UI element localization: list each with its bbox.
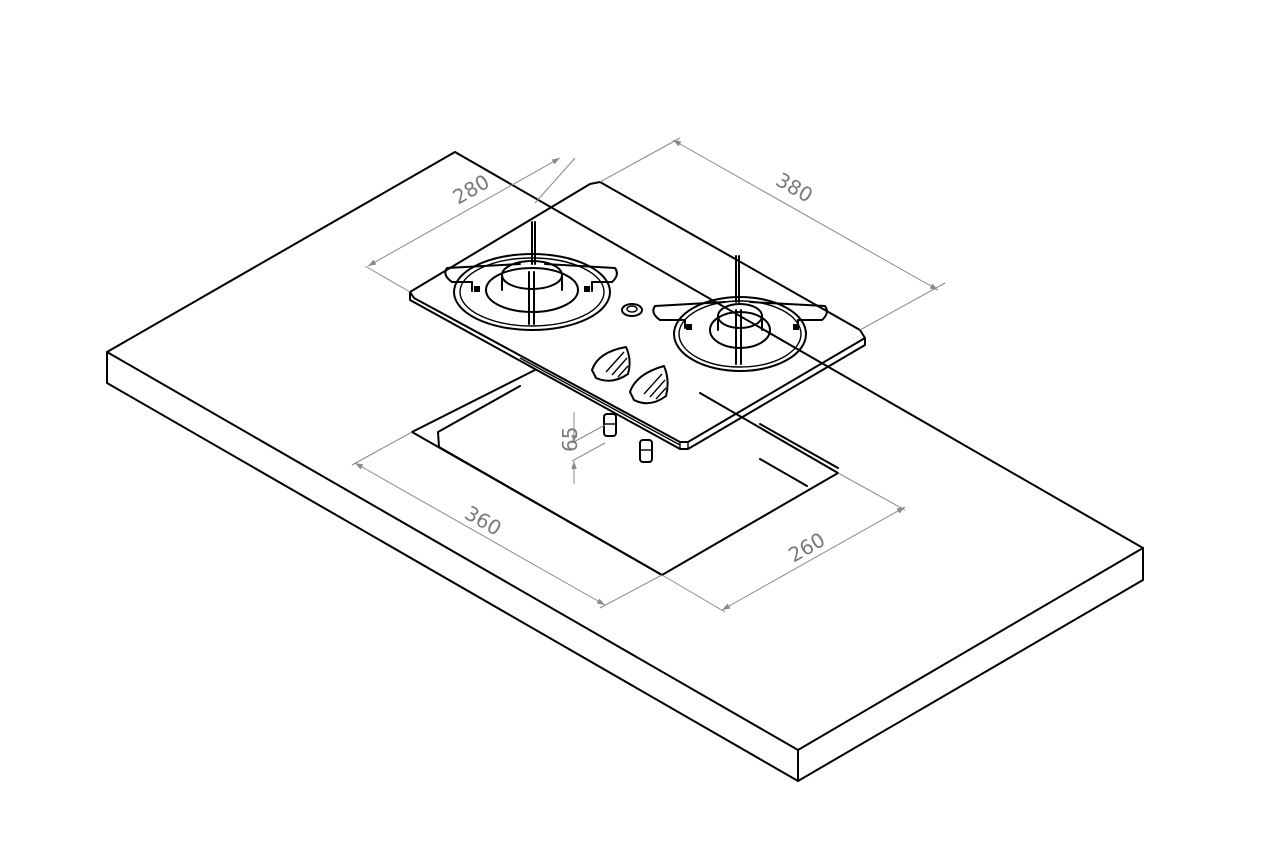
gas-connector-1 — [603, 413, 617, 437]
dimension-280: 280 — [364, 157, 576, 293]
left-burner — [444, 221, 618, 331]
left-knob — [591, 346, 631, 382]
left-burner-flame-port — [474, 286, 480, 292]
dimension-260-label: 260 — [784, 527, 829, 567]
right-burner — [652, 255, 828, 372]
gas-connector-2 — [639, 439, 653, 463]
dimension-280-label: 280 — [449, 169, 494, 209]
dimension-360-label: 360 — [461, 501, 506, 541]
left-burner-flame-port — [584, 286, 590, 292]
dimension-260: 260 — [661, 472, 906, 613]
countertop-slab — [106, 151, 1144, 782]
igniter — [621, 303, 643, 317]
right-burner-flame-port — [793, 324, 799, 330]
countertop-cutout — [411, 369, 839, 576]
dimension-65-label: 65 — [558, 427, 582, 452]
right-burner-flame-port — [686, 324, 692, 330]
dimension-380-label: 380 — [772, 168, 817, 208]
dimension-65: 65 — [558, 412, 606, 484]
right-knob — [629, 365, 669, 405]
